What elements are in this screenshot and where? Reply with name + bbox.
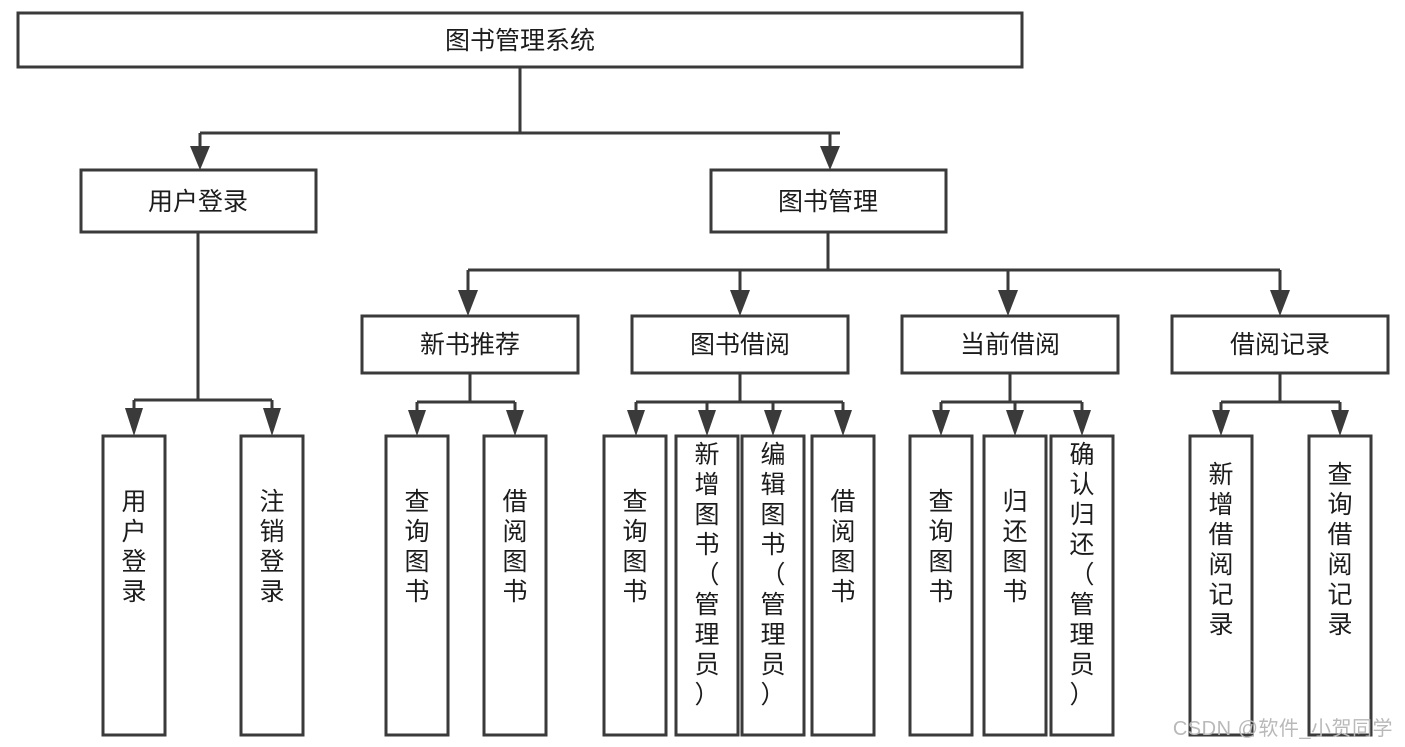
leaf-query-borrow-record-box[interactable] — [1307, 434, 1373, 737]
leaf-query-book-current-label: 查询图书 — [928, 488, 953, 606]
leaf-query-book-recommend[interactable]: 查询图书 — [384, 434, 450, 737]
node-borrow-record-box[interactable] — [1170, 314, 1390, 375]
arrowhead-leaf-add-record — [1212, 410, 1230, 436]
leaf-add-borrow-record-box[interactable] — [1188, 434, 1254, 737]
leaf-add-book-admin[interactable]: 新增图书（管理员） — [674, 434, 740, 737]
leaf-user-login-box[interactable] — [101, 434, 167, 737]
node-root[interactable]: 图书管理系统 — [16, 11, 1024, 69]
node-borrow-record[interactable]: 借阅记录 — [1170, 314, 1390, 375]
leaf-query-book-borrow[interactable]: 查询图书 — [602, 434, 668, 737]
leaf-user-login[interactable]: 用户登录 — [101, 434, 167, 737]
node-book-borrow[interactable]: 图书借阅 — [630, 314, 850, 375]
leaf-add-borrow-record[interactable]: 新增借阅记录 — [1188, 434, 1254, 737]
node-current-borrow[interactable]: 当前借阅 — [900, 314, 1120, 375]
arrowhead-leaf-return-book — [1006, 410, 1024, 436]
arrowhead-leaf-borrow-book-1 — [506, 410, 524, 436]
leaf-return-book-box[interactable] — [982, 434, 1048, 737]
leaf-logout-box[interactable] — [239, 434, 305, 737]
leaf-query-book-recommend-label: 查询图书 — [404, 488, 429, 606]
arrowhead-book-mgmt — [820, 146, 840, 170]
leaf-logout-label: 注销登录 — [259, 488, 284, 606]
leaf-query-borrow-record-label: 查询借阅记录 — [1327, 461, 1352, 639]
node-user-login-box[interactable] — [79, 168, 318, 234]
leaf-edit-book-admin-box[interactable] — [740, 434, 806, 737]
leaf-confirm-return-admin-label: 确认归还（管理员） — [1069, 441, 1094, 709]
node-book-borrow-box[interactable] — [630, 314, 850, 375]
leaf-return-book[interactable]: 归还图书 — [982, 434, 1048, 737]
leaf-edit-book-admin-label: 编辑图书（管理员） — [760, 441, 785, 709]
arrowhead-current-borrow — [998, 290, 1018, 316]
arrowhead-leaf-query-book-2 — [627, 410, 645, 436]
arrowhead-borrow-record — [1270, 290, 1290, 316]
arrowhead-leaf-logout — [263, 408, 281, 436]
node-book-borrow-label: 图书借阅 — [690, 331, 790, 359]
node-current-borrow-box[interactable] — [900, 314, 1120, 375]
node-borrow-record-label: 借阅记录 — [1230, 331, 1330, 359]
leaf-return-book-label: 归还图书 — [1002, 488, 1027, 606]
leaf-user-login-label: 用户登录 — [121, 488, 146, 606]
arrowhead-leaf-query-record — [1331, 410, 1349, 436]
node-current-borrow-label: 当前借阅 — [960, 331, 1060, 359]
leaf-borrow-book-recommend-box[interactable] — [482, 434, 548, 737]
leaf-borrow-book-recommend-label: 借阅图书 — [502, 488, 527, 606]
arrowhead-leaf-confirm-return — [1073, 410, 1091, 436]
leaf-logout[interactable]: 注销登录 — [239, 434, 305, 737]
arrowhead-leaf-query-book-3 — [932, 410, 950, 436]
leaf-add-book-admin-box[interactable] — [674, 434, 740, 737]
node-book-management[interactable]: 图书管理 — [709, 168, 948, 234]
arrowhead-user-login — [190, 146, 210, 170]
leaf-borrow-book-recommend[interactable]: 借阅图书 — [482, 434, 548, 737]
arrowhead-new-book — [458, 290, 478, 316]
arrowhead-leaf-edit-book — [764, 410, 782, 436]
arrowhead-leaf-add-book — [698, 410, 716, 436]
leaf-borrow-book-borrow-box[interactable] — [810, 434, 876, 737]
leaf-query-borrow-record[interactable]: 查询借阅记录 — [1307, 434, 1373, 737]
node-user-login-label: 用户登录 — [148, 188, 248, 216]
node-book-management-box[interactable] — [709, 168, 948, 234]
leaf-add-borrow-record-label: 新增借阅记录 — [1208, 461, 1233, 639]
leaf-query-book-recommend-box[interactable] — [384, 434, 450, 737]
node-new-book-recommend[interactable]: 新书推荐 — [360, 314, 580, 375]
leaf-add-book-admin-label: 新增图书（管理员） — [694, 441, 719, 709]
leaf-borrow-book-borrow-label: 借阅图书 — [830, 488, 855, 606]
node-root-label: 图书管理系统 — [445, 27, 595, 55]
leaf-confirm-return-admin[interactable]: 确认归还（管理员） — [1049, 434, 1115, 737]
leaf-node-group: 用户登录 注销登录 查询图书 借阅图书 查询图书 新增图书（管理员） — [101, 434, 1373, 737]
leaf-confirm-return-admin-box[interactable] — [1049, 434, 1115, 737]
leaf-query-book-current[interactable]: 查询图书 — [908, 434, 974, 737]
leaf-query-book-borrow-box[interactable] — [602, 434, 668, 737]
leaf-borrow-book-borrow[interactable]: 借阅图书 — [810, 434, 876, 737]
arrowhead-borrow-book — [730, 290, 750, 316]
leaf-query-book-borrow-label: 查询图书 — [622, 488, 647, 606]
node-root-box[interactable] — [16, 11, 1024, 69]
leaf-edit-book-admin[interactable]: 编辑图书（管理员） — [740, 434, 806, 737]
arrowhead-leaf-query-book-1 — [408, 410, 426, 436]
node-user-login[interactable]: 用户登录 — [79, 168, 318, 234]
arrowhead-leaf-user-login — [125, 408, 143, 436]
arrowhead-leaf-borrow-book-2 — [834, 410, 852, 436]
leaf-query-book-current-box[interactable] — [908, 434, 974, 737]
connector-layer — [125, 67, 1349, 436]
node-new-book-recommend-label: 新书推荐 — [420, 331, 520, 359]
node-book-management-label: 图书管理 — [778, 188, 878, 216]
node-new-book-recommend-box[interactable] — [360, 314, 580, 375]
